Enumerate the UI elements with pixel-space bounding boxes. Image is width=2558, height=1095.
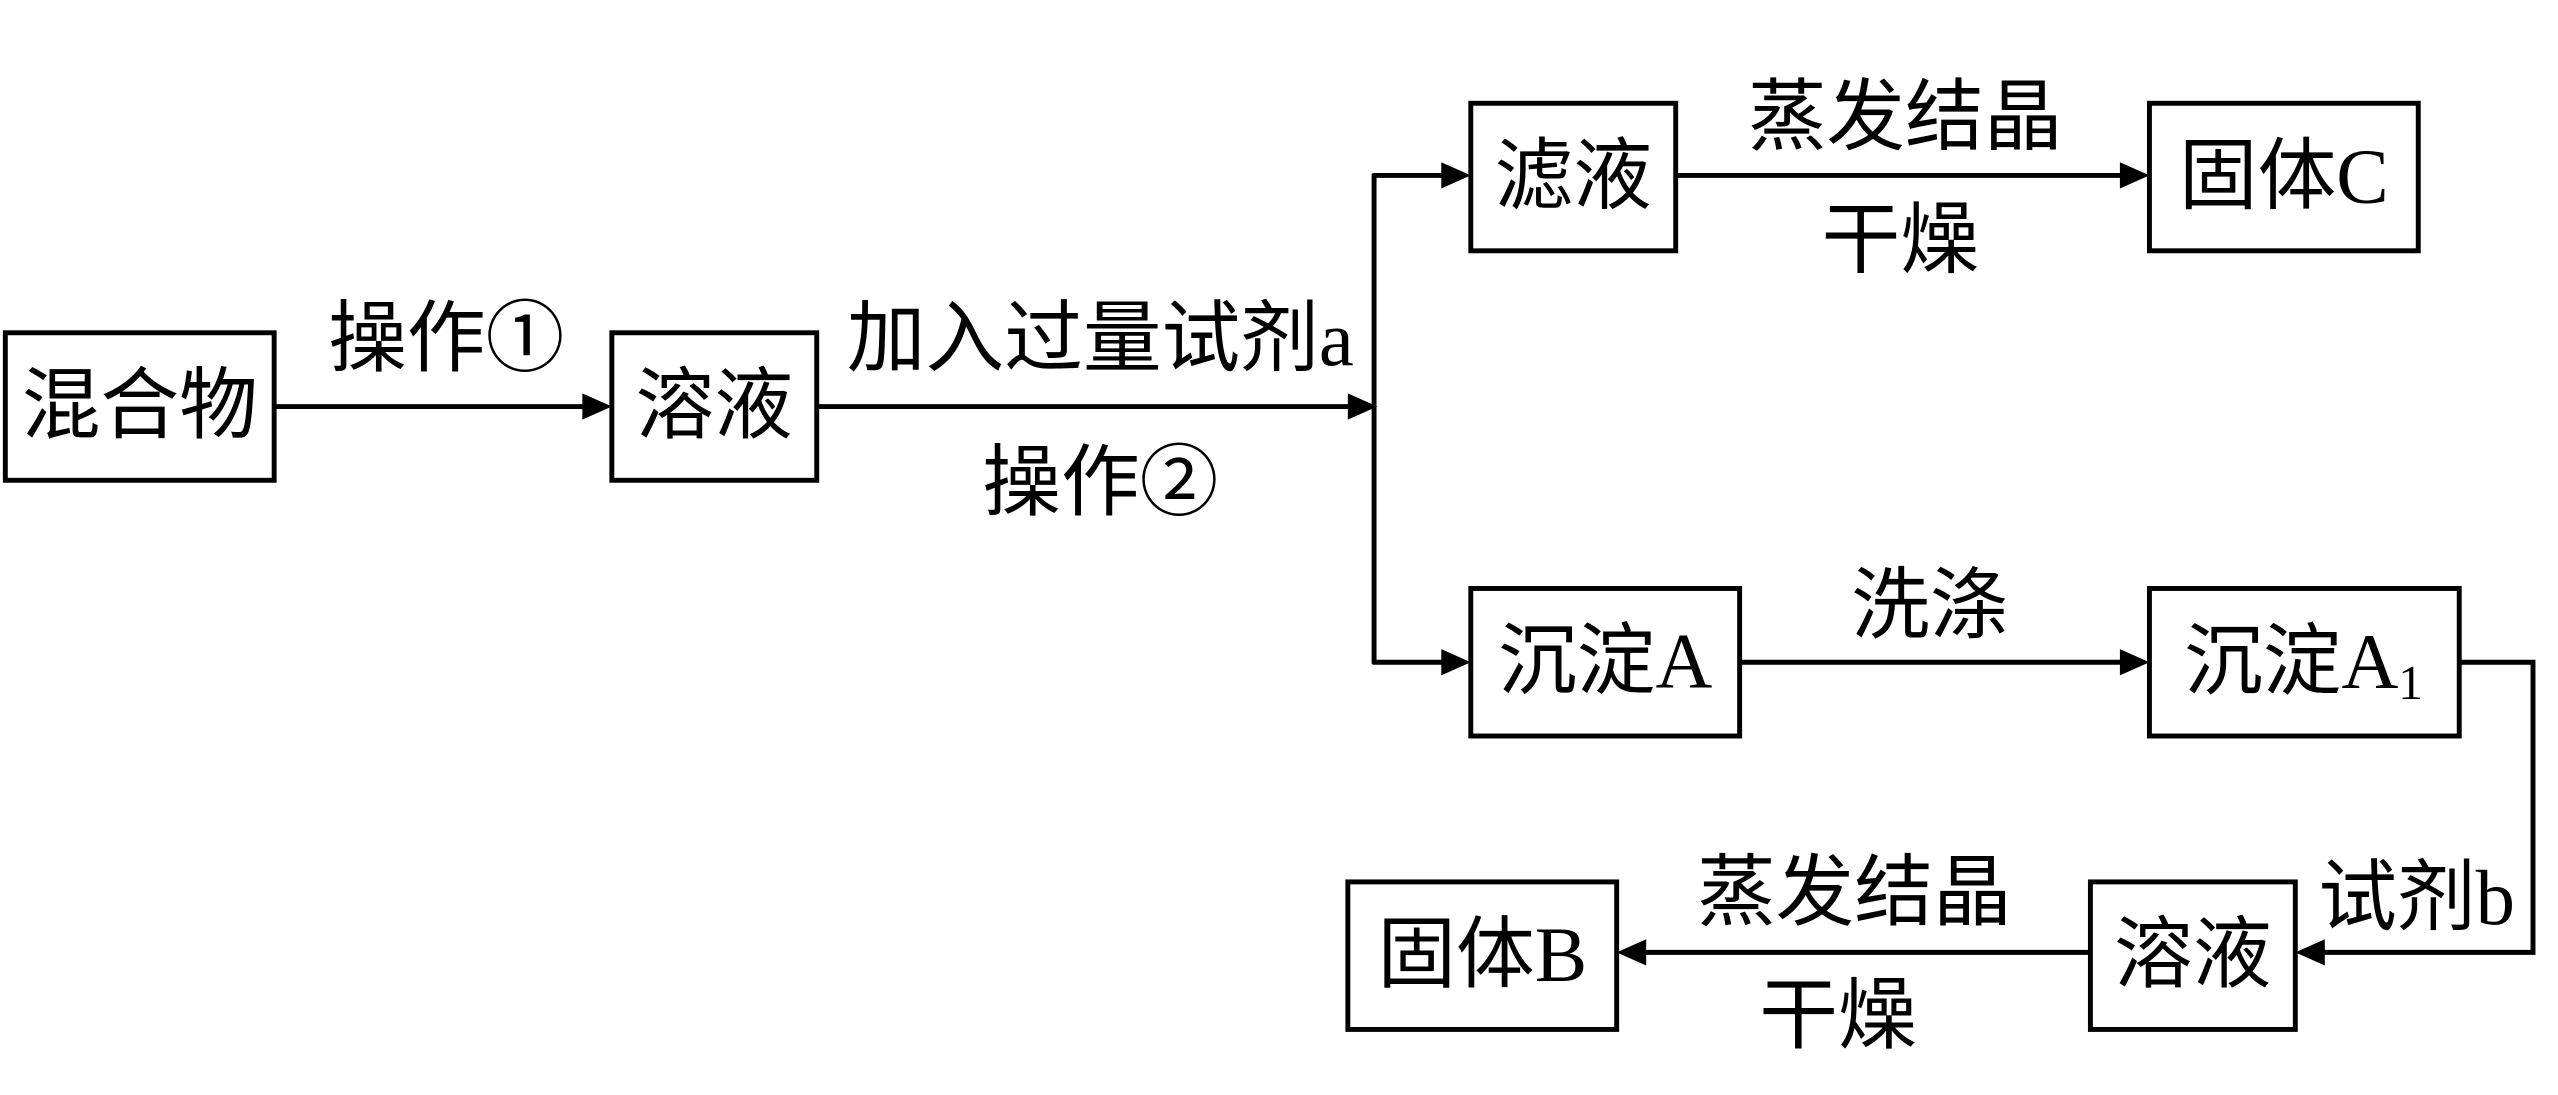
arrow-mixture-to-solution bbox=[274, 393, 612, 420]
arrow-branch-to-precipitate-head bbox=[1441, 649, 1471, 676]
arrow-a1-to-solution-bottom-head bbox=[2295, 939, 2325, 966]
node-precipitate-a1-label: 沉淀A1 bbox=[2184, 619, 2423, 710]
node-solution-top-label: 溶液 bbox=[636, 363, 793, 450]
node-precipitate-a1-subscript: 1 bbox=[2398, 654, 2423, 709]
node-solid-c-box bbox=[2146, 100, 2421, 254]
node-mixture: 混合物 bbox=[2, 330, 277, 483]
node-solution-top: 溶液 bbox=[609, 330, 820, 483]
node-filtrate-label: 滤液 bbox=[1495, 134, 1652, 221]
arrow-mixture-to-solution-head bbox=[582, 393, 612, 420]
node-precipitate-a1-box bbox=[2146, 586, 2462, 739]
arrow-solution-to-solid-b-head bbox=[1616, 939, 1647, 966]
node-precipitate-a1: 沉淀A1 bbox=[2146, 586, 2462, 739]
edge-label-reagent-b: 试剂b bbox=[2318, 855, 2515, 942]
arrow-solution-to-branch bbox=[816, 393, 1378, 420]
arrow-solution-to-solid-b bbox=[1616, 939, 2091, 966]
edge-label-dry-bottom: 干燥 bbox=[1759, 973, 1916, 1060]
node-precipitate-a: 沉淀A bbox=[1468, 586, 1743, 739]
node-mixture-label: 混合物 bbox=[22, 363, 258, 450]
edge-label-wash: 洗涤 bbox=[1851, 563, 2008, 650]
node-solid-b-label: 固体B bbox=[1377, 912, 1587, 999]
node-filtrate-box bbox=[1468, 100, 1679, 254]
arrow-branch-to-filtrate bbox=[1372, 162, 1471, 189]
node-precipitate-a1-main: 沉淀A bbox=[2184, 619, 2398, 706]
node-mixture-box bbox=[2, 330, 277, 483]
arrow-branch-to-filtrate-head bbox=[1441, 162, 1471, 189]
node-solid-c-label: 固体C bbox=[2179, 134, 2389, 221]
node-solid-c: 固体C bbox=[2146, 100, 2421, 254]
arrow-precipitate-a-to-a1-head bbox=[2119, 649, 2150, 676]
arrow-a1-to-solution-bottom bbox=[2295, 659, 2536, 966]
arrow-precipitate-a-to-a1 bbox=[1739, 649, 2150, 676]
edge-label-add-reagent-a: 加入过量试剂a bbox=[847, 296, 1354, 383]
node-precipitate-a-box bbox=[1468, 586, 1743, 739]
node-precipitate-a-label: 沉淀A bbox=[1498, 619, 1712, 706]
arrow-solution-to-branch-head bbox=[1347, 393, 1378, 420]
arrow-filtrate-to-solid-c-head bbox=[2119, 162, 2150, 189]
node-solution-top-box bbox=[609, 330, 820, 483]
edge-label-operation-1: 操作① bbox=[328, 296, 564, 383]
node-filtrate: 滤液 bbox=[1468, 100, 1679, 254]
node-solid-b-box bbox=[1345, 879, 1620, 1032]
edge-label-evaporate-top: 蒸发结晶 bbox=[1748, 75, 2063, 162]
arrow-branch-to-precipitate bbox=[1372, 649, 1471, 676]
edge-label-evaporate-bottom: 蒸发结晶 bbox=[1697, 850, 2012, 937]
arrow-filtrate-to-solid-c bbox=[1675, 162, 2150, 189]
node-solution-bottom-box bbox=[2087, 879, 2298, 1032]
edge-label-operation-2: 操作② bbox=[982, 440, 1218, 527]
node-solution-bottom: 溶液 bbox=[2087, 879, 2298, 1032]
arrow-a1-to-solution-bottom-line bbox=[2319, 659, 2536, 955]
edge-label-dry-top: 干燥 bbox=[1822, 197, 1979, 284]
node-solid-b: 固体B bbox=[1345, 879, 1620, 1032]
node-solution-bottom-label: 溶液 bbox=[2114, 912, 2271, 999]
